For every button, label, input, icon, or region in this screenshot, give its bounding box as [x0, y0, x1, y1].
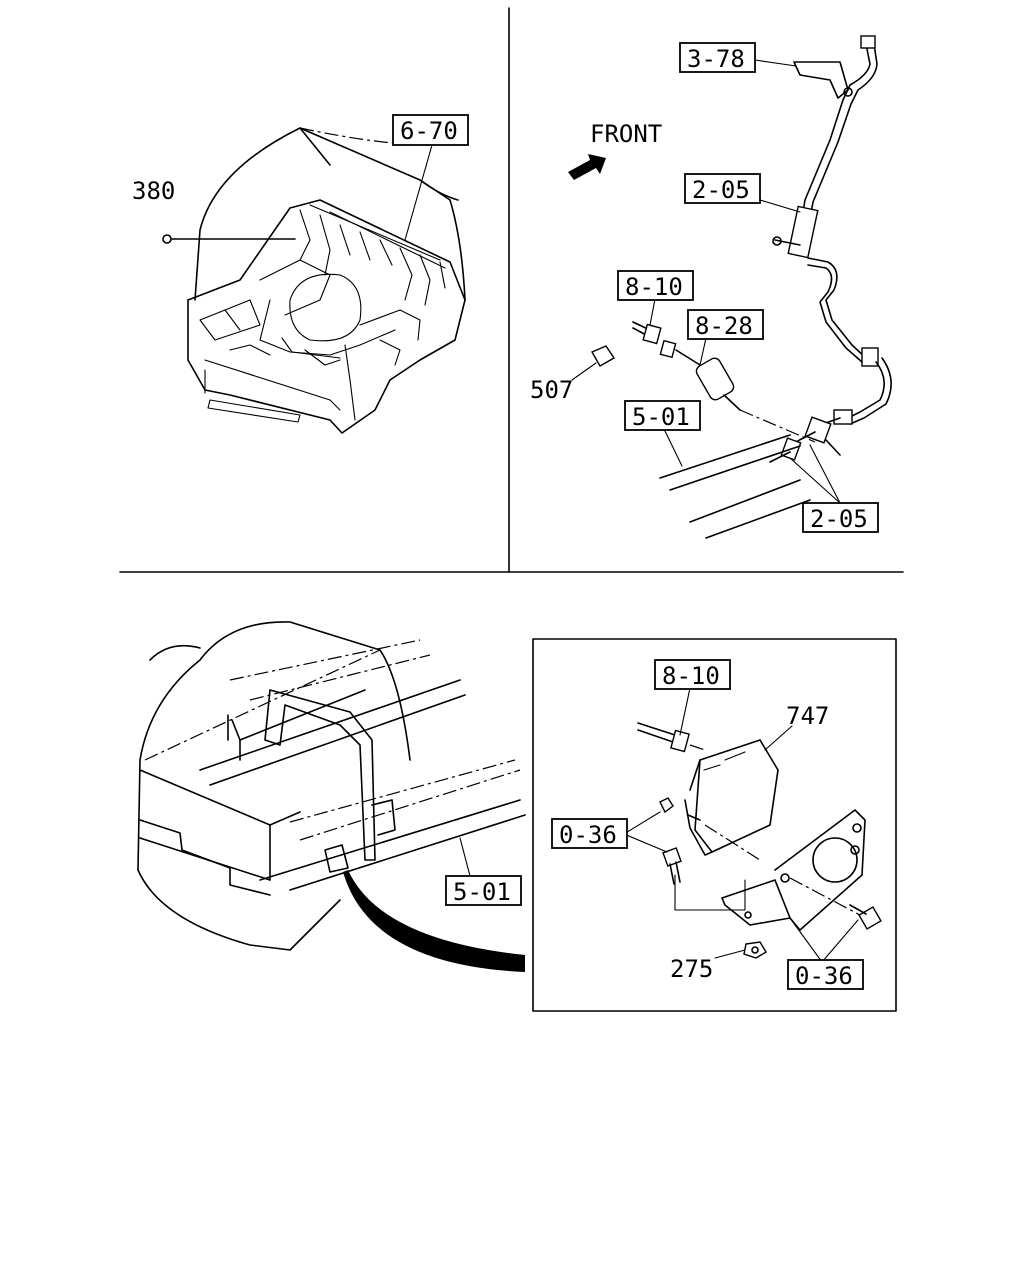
label-275: 275 — [670, 955, 713, 983]
leader-0-36-right-b — [821, 919, 859, 963]
box-6-70 — [392, 114, 469, 146]
box-8-10-bottom — [654, 659, 731, 690]
box-0-36-right — [787, 959, 864, 990]
switch-harness — [632, 321, 816, 443]
box-8-28 — [687, 309, 764, 340]
leader-8-10-top — [649, 298, 656, 326]
box-5-01-bottom — [445, 875, 522, 906]
cap-507-icon — [591, 345, 615, 367]
front-label: FRONT — [590, 120, 662, 148]
leader-275 — [714, 949, 746, 959]
fasteners — [659, 797, 882, 959]
leader-2-05-upper — [759, 199, 801, 213]
leader-5-01-bottom — [459, 837, 471, 877]
label-8-10-bottom: 8-10 — [662, 662, 720, 690]
leader-747 — [764, 725, 793, 751]
detail-callout-arrow — [343, 870, 525, 972]
leader-3-78 — [754, 59, 797, 67]
label-5-01-bottom: 5-01 — [453, 878, 511, 906]
box-0-36-left — [551, 818, 628, 849]
detail-panel — [532, 638, 897, 1012]
detail-harness — [637, 722, 706, 753]
leader-8-28 — [699, 337, 707, 366]
box-5-01-top — [624, 400, 701, 431]
label-6-70: 6-70 — [400, 117, 458, 145]
brake-pipe-assembly — [769, 35, 892, 463]
label-3-78: 3-78 — [687, 45, 745, 73]
label-5-01-top: 5-01 — [632, 403, 690, 431]
leader-0-36-left-b — [623, 833, 668, 853]
leader-0-36-left-a — [623, 811, 661, 835]
leader-8-10-bottom — [679, 687, 691, 736]
label-8-10-top: 8-10 — [625, 273, 683, 301]
box-2-05-upper — [684, 173, 761, 204]
frame-rail-bottom — [144, 639, 526, 891]
cab-illustration-top — [187, 127, 466, 434]
label-8-28: 8-28 — [695, 312, 753, 340]
leader-2-05-lower-b — [789, 457, 841, 504]
box-8-10-top — [617, 270, 694, 301]
label-2-05-lower: 2-05 — [810, 505, 868, 533]
leader-0-36-right-a — [789, 917, 823, 963]
front-arrow-icon — [568, 154, 606, 180]
box-2-05-lower — [802, 502, 879, 533]
bracket-icon — [674, 809, 866, 931]
label-507: 507 — [530, 376, 573, 404]
leader-5-01-top — [663, 428, 683, 467]
module-747-icon — [684, 739, 779, 856]
label-380: 380 — [132, 177, 175, 205]
leader-6-70 — [404, 144, 433, 241]
label-747: 747 — [786, 702, 829, 730]
leader-2-05-lower-a — [809, 444, 841, 504]
label-2-05-upper: 2-05 — [692, 176, 750, 204]
frame-rail-top — [659, 434, 811, 539]
box-3-78 — [679, 42, 756, 73]
plug-380-marker — [162, 234, 172, 244]
label-0-36-right: 0-36 — [795, 962, 853, 990]
label-0-36-left: 0-36 — [559, 821, 617, 849]
leader-507 — [571, 362, 597, 381]
